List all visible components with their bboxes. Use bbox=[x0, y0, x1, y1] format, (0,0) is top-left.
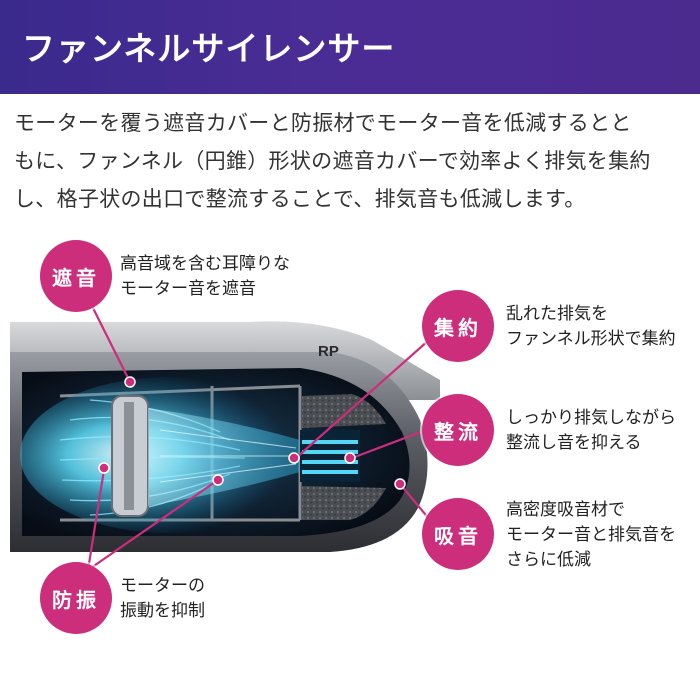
badge-sound-absorption: 吸音 bbox=[422, 498, 494, 570]
leader-lines bbox=[86, 305, 439, 571]
note-line: モーター音と排気音を bbox=[506, 525, 676, 545]
note-line: 乱れた排気を bbox=[506, 304, 608, 324]
page-title: ファンネルサイレンサー bbox=[22, 29, 396, 68]
note-line: 整流し音を抑える bbox=[506, 433, 642, 453]
badge-consolidation: 集約 bbox=[422, 290, 494, 362]
absorbing-foam-top bbox=[302, 394, 386, 428]
note-sound-absorption: 高密度吸音材で モーター音と排気音を さらに低減 bbox=[506, 498, 676, 573]
note-line: 振動を抑制 bbox=[120, 601, 205, 621]
note-line: モーターの bbox=[120, 576, 205, 596]
description-line: モーターを覆う遮音カバーと防振材でモーター音を低減するとと bbox=[14, 111, 632, 135]
funnel-cone bbox=[148, 408, 300, 506]
note-rectification: しっかり排気しながら 整流し音を抑える bbox=[506, 406, 676, 456]
note-vibration-damping: モーターの 振動を抑制 bbox=[120, 574, 205, 624]
title-banner: ファンネルサイレンサー bbox=[0, 0, 700, 94]
description-line: もに、ファンネル（円錐）形状の遮音カバーで効率よく排気を集約 bbox=[14, 149, 651, 173]
badge-rectification: 整流 bbox=[422, 394, 494, 466]
leader-dots bbox=[98, 376, 406, 490]
note-line: しっかり排気しながら bbox=[506, 408, 676, 428]
description-text: モーターを覆う遮音カバーと防振材でモーター音を低減するとと もに、ファンネル（円… bbox=[14, 104, 694, 218]
description-line: し、格子状の出口で整流することで、排気音も低減します。 bbox=[14, 187, 586, 211]
note-line: ファンネル形状で集約 bbox=[506, 329, 676, 349]
note-line: 高音域を含む耳障りな bbox=[120, 254, 290, 274]
badge-vibration-damping: 防振 bbox=[40, 562, 112, 634]
badge-sound-insulation: 遮音 bbox=[40, 240, 112, 312]
note-consolidation: 乱れた排気を ファンネル形状で集約 bbox=[506, 302, 676, 352]
brand-logo-fragment: RP bbox=[318, 343, 339, 360]
note-line: 高密度吸音材で bbox=[506, 500, 625, 520]
note-line: モーター音を遮音 bbox=[120, 279, 256, 299]
note-sound-insulation: 高音域を含む耳障りな モーター音を遮音 bbox=[120, 252, 290, 302]
note-line: さらに低減 bbox=[506, 550, 591, 570]
absorbing-foam-bottom bbox=[302, 486, 386, 520]
